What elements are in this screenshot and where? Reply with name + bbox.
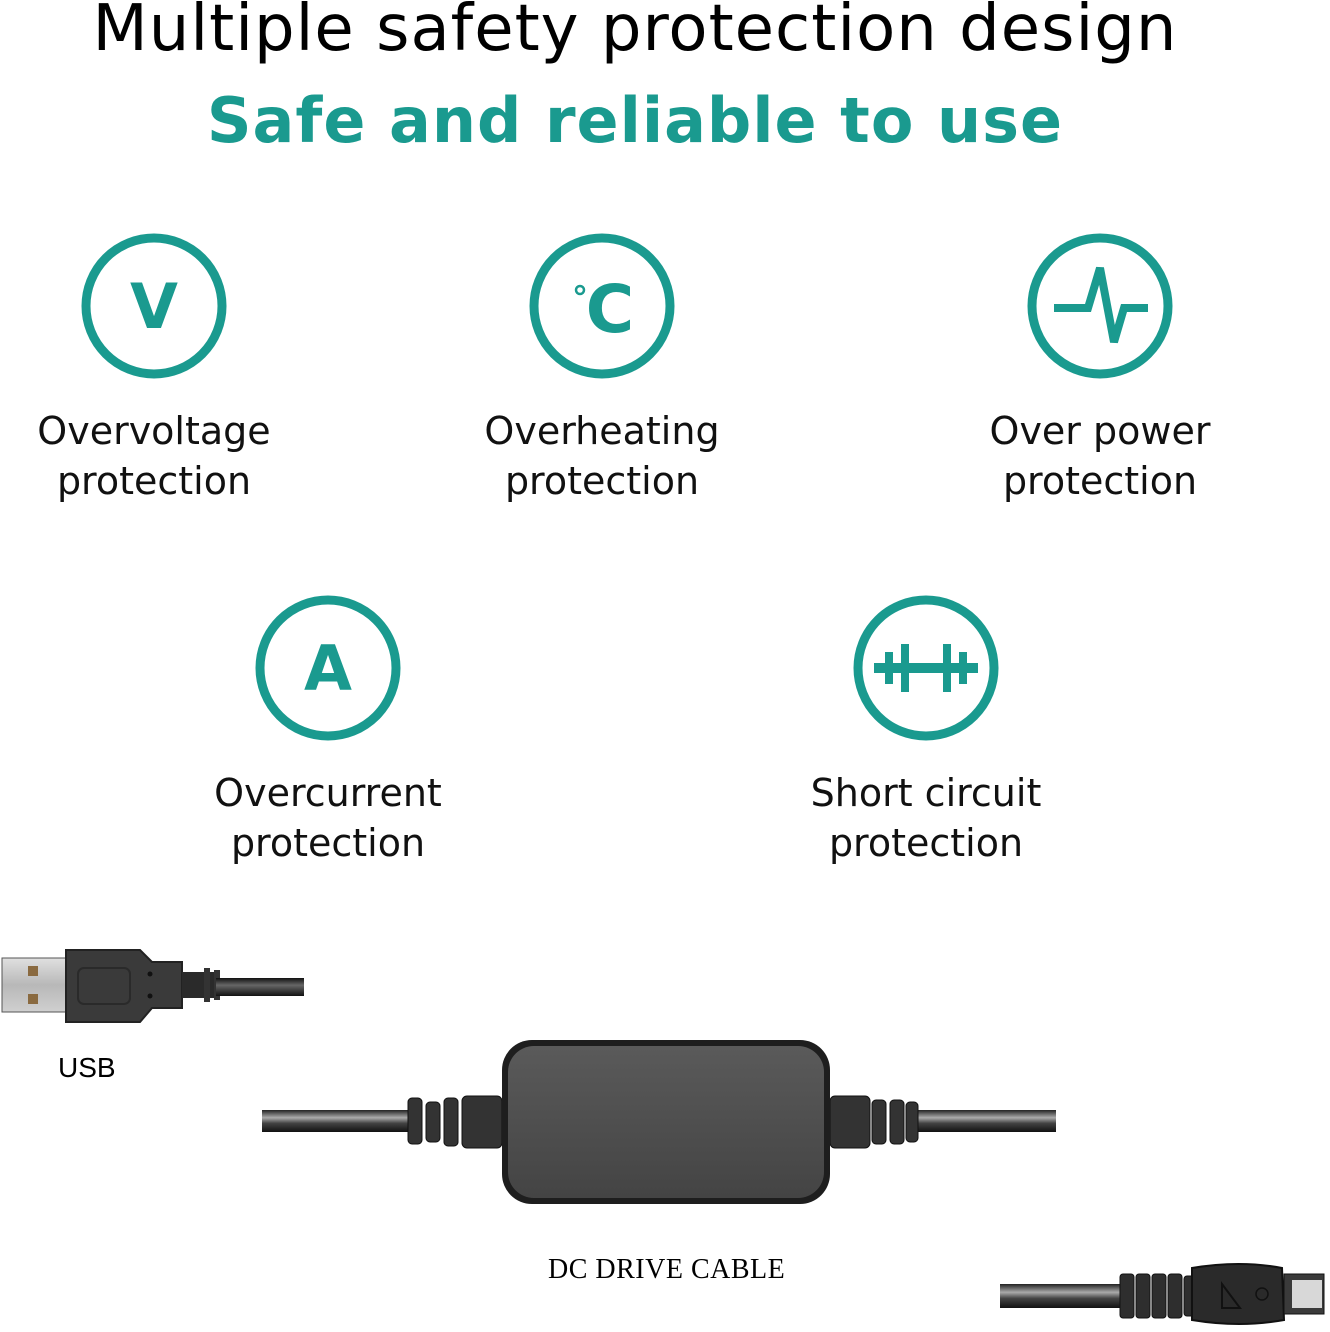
dc-cable-label: DC DRIVE CABLE [548, 1254, 786, 1285]
feature-label-line2: protection [828, 821, 1024, 865]
feature-label-line1: Overheating [484, 409, 720, 453]
feature-overheating: C Overheating protection [452, 230, 752, 506]
page-title: Multiple safety protection design [92, 0, 1178, 66]
current-a-icon: A [255, 595, 401, 741]
feature-label-line2: protection [56, 459, 252, 503]
dc-plug-connector-image [1000, 1263, 1325, 1325]
dc-converter-box-image [262, 1040, 1056, 1204]
svg-text:C: C [586, 271, 634, 348]
current-symbol: A [304, 632, 352, 705]
usb-connector-image [1, 949, 304, 1023]
feature-label-line1: Short circuit [810, 771, 1042, 815]
feature-overcurrent: A Overcurrent protection [178, 592, 478, 868]
voltage-v-icon: V [81, 233, 227, 379]
feature-short-circuit: Short circuit protection [776, 592, 1076, 868]
feature-label-line2: protection [230, 821, 426, 865]
feature-label-line1: Over power [989, 409, 1211, 453]
temperature-celsius-icon: C [529, 233, 675, 379]
feature-over-power: Over power protection [950, 230, 1250, 506]
pulse-waveform-icon [1027, 233, 1173, 379]
feature-label-line1: Overcurrent [214, 771, 442, 815]
feature-label-line2: protection [504, 459, 700, 503]
voltage-symbol: V [130, 270, 178, 343]
feature-label-line1: Overvoltage [37, 409, 271, 453]
feature-label-line2: protection [1002, 459, 1198, 503]
usb-label: USB [58, 1052, 116, 1083]
page-subtitle: Safe and reliable to use [206, 84, 1064, 157]
short-circuit-icon [853, 595, 999, 741]
feature-overvoltage: V Overvoltage protection [4, 230, 304, 506]
